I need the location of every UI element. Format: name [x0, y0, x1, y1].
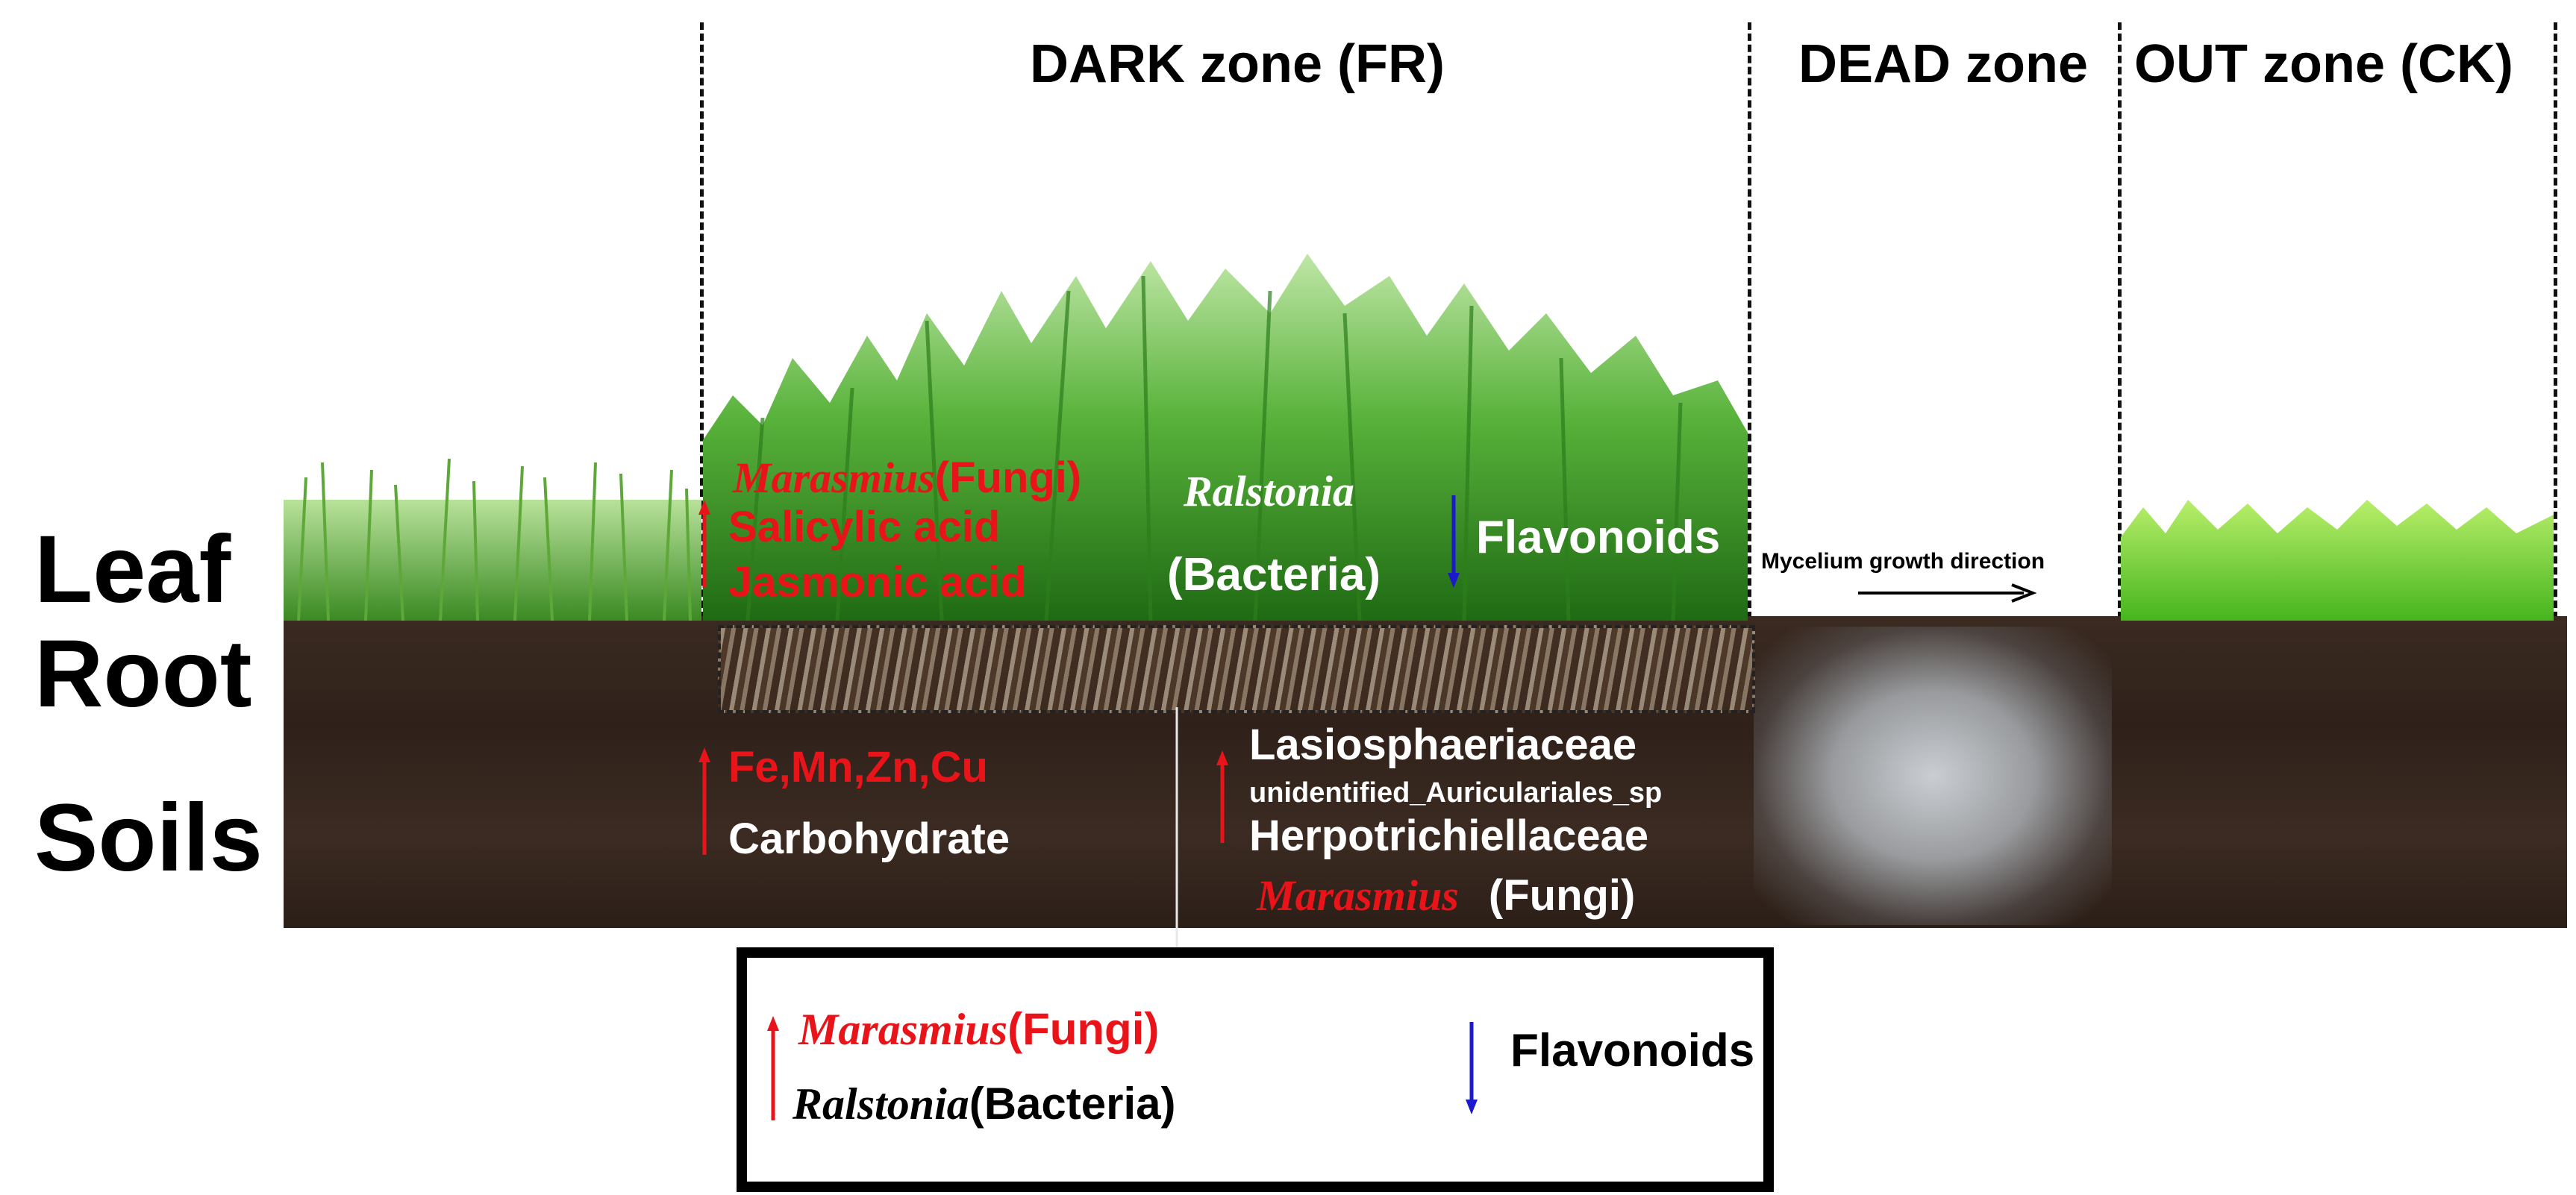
auriculariales-label: unidentified_Auriculariales_sp [1249, 777, 1663, 809]
zone-divider-right [2554, 22, 2557, 619]
box-bacteria-label: (Bacteria) [969, 1079, 1176, 1129]
box-flavonoids-label: Flavonoids [1510, 1025, 1755, 1076]
root-summary-box [737, 947, 1774, 1192]
out-zone-title: OUT zone (CK) [2134, 34, 2513, 94]
leaf-label: Leaf [34, 516, 231, 623]
grass-out-zone [2121, 500, 2554, 621]
soil-marasmius-fungi: Marasmius (Fungi) [1257, 874, 1635, 918]
mycelium-direction-label: Mycelium growth direction [1761, 549, 2045, 574]
dead-zone-title: DEAD zone [1798, 34, 2089, 94]
leaf-marasmius-kingdom: (Fungi) [934, 454, 1082, 502]
zone-divider-dark-dead [1748, 22, 1751, 619]
root-label: Root [34, 621, 252, 727]
up-arrow-icon [698, 500, 710, 588]
mycelium-patch [1754, 627, 2112, 925]
right-arrow-icon [1858, 583, 2037, 603]
up-arrow-icon [1216, 750, 1228, 843]
root-layer-box [718, 625, 1755, 713]
leaf-bacteria-label: (Bacteria) [1167, 549, 1381, 600]
leaf-ralstonia-label: Ralstonia [1184, 467, 1354, 515]
salicylic-acid-label: Salicylic acid [728, 503, 1001, 551]
box-marasmius-fungi: Marasmius(Fungi) [798, 1004, 1160, 1054]
up-arrow-icon [767, 1016, 779, 1120]
lasiosphaeriaceae-label: Lasiosphaeriaceae [1249, 721, 1637, 769]
zone-divider-dead-out [2118, 22, 2122, 619]
down-arrow-icon [1448, 495, 1460, 588]
leaf-marasmius-genus: Marasmius [733, 454, 935, 502]
carbohydrate-label: Carbohydrate [728, 815, 1010, 863]
herpotrichiellaceae-label: Herpotrichiellaceae [1249, 812, 1649, 860]
box-ralstonia-bacteria: Ralstonia(Bacteria) [793, 1079, 1176, 1129]
leaf-marasmius-fungi: Marasmius(Fungi) [733, 457, 1081, 500]
soil-fungi-label: (Fungi) [1488, 871, 1636, 920]
dark-zone-title: DARK zone (FR) [1030, 34, 1445, 94]
soil-marasmius-genus: Marasmius [1257, 871, 1459, 920]
grass-dark-zone-tall [703, 254, 1748, 621]
down-arrow-icon [1466, 1022, 1478, 1114]
leaf-flavonoids-label: Flavonoids [1476, 512, 1721, 563]
up-arrow-icon [698, 747, 710, 855]
box-ralstonia-genus: Ralstonia [793, 1079, 969, 1129]
jasmonic-acid-label: Jasmonic acid [728, 558, 1027, 606]
box-marasmius-kingdom: (Fungi) [1007, 1004, 1160, 1054]
box-marasmius-genus: Marasmius [798, 1005, 1008, 1054]
metals-label: Fe,Mn,Zn,Cu [728, 743, 988, 791]
soils-label: Soils [34, 785, 263, 891]
zone-divider-left [700, 22, 704, 619]
grass-left-short [284, 458, 701, 621]
